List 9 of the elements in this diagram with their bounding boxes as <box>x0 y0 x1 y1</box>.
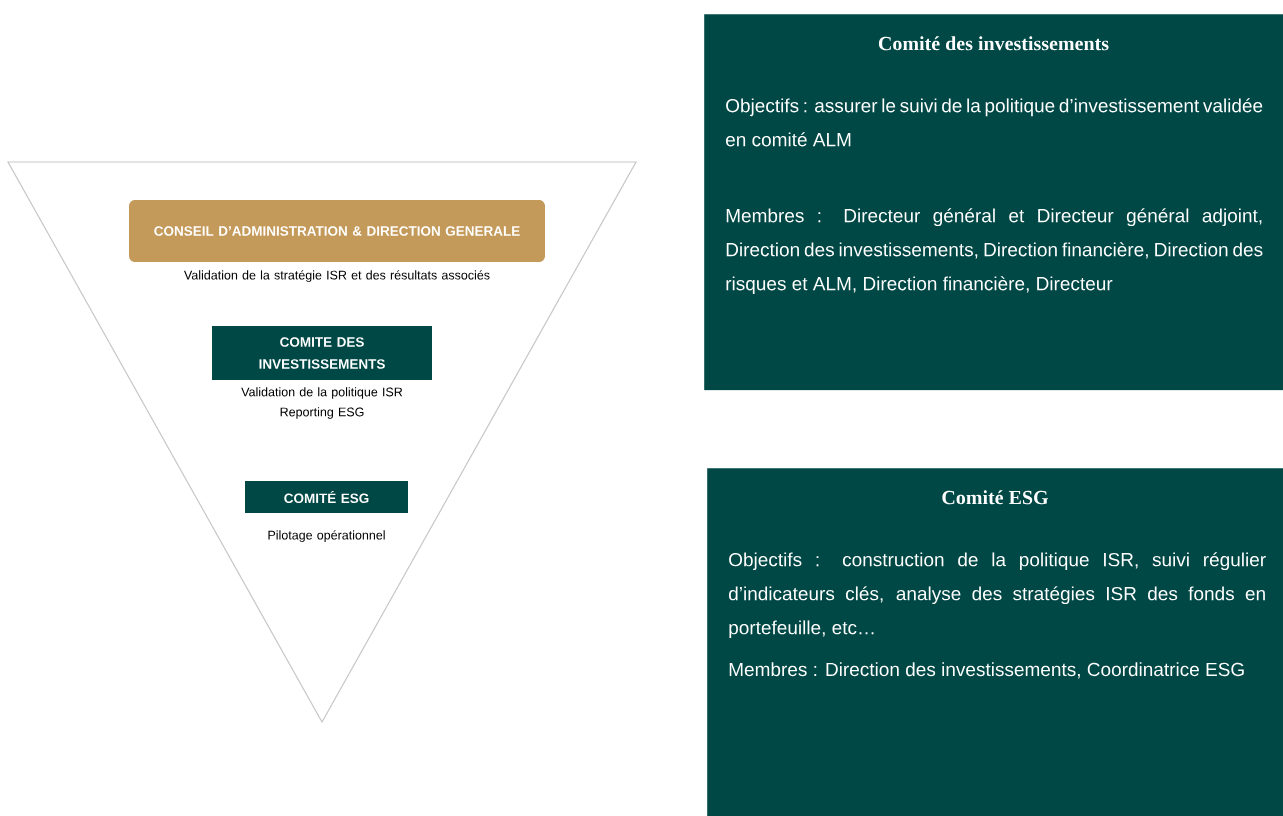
title-box: CONSEIL D’ADMINISTRATION & DIRECTION GENERALE <box>129 200 545 262</box>
title-box: COMITE DES INVESTISSEMENTS <box>212 326 432 380</box>
title-box: COMITÉ ESG <box>245 481 408 513</box>
caption-text: Validation de la politique ISR <box>241 387 403 399</box>
info-panel: Comité des investissements Objectifs : assurer le suivi de la politique d’investissement validée en comité ALM Membres : Directeur général et Directeur général adjoint, Direction des investissements, Direction financière, Direction des risques et ALM, Direction financière, Directeur <box>704 14 1283 391</box>
caption-text: Pilotage opérationnel <box>268 530 385 542</box>
caption-text: Reporting ESG <box>280 407 364 419</box>
caption-text: Validation de la stratégie ISR et des résultats associés <box>184 270 490 282</box>
info-panel: Comité ESG Objectifs : construction de la politique ISR, suivi régulier d’indicateurs clés, analyse des stratégies ISR des fonds en portefeuille, etc… Membres : Direction des investissements, Coordinatrice ESG <box>707 468 1283 816</box>
